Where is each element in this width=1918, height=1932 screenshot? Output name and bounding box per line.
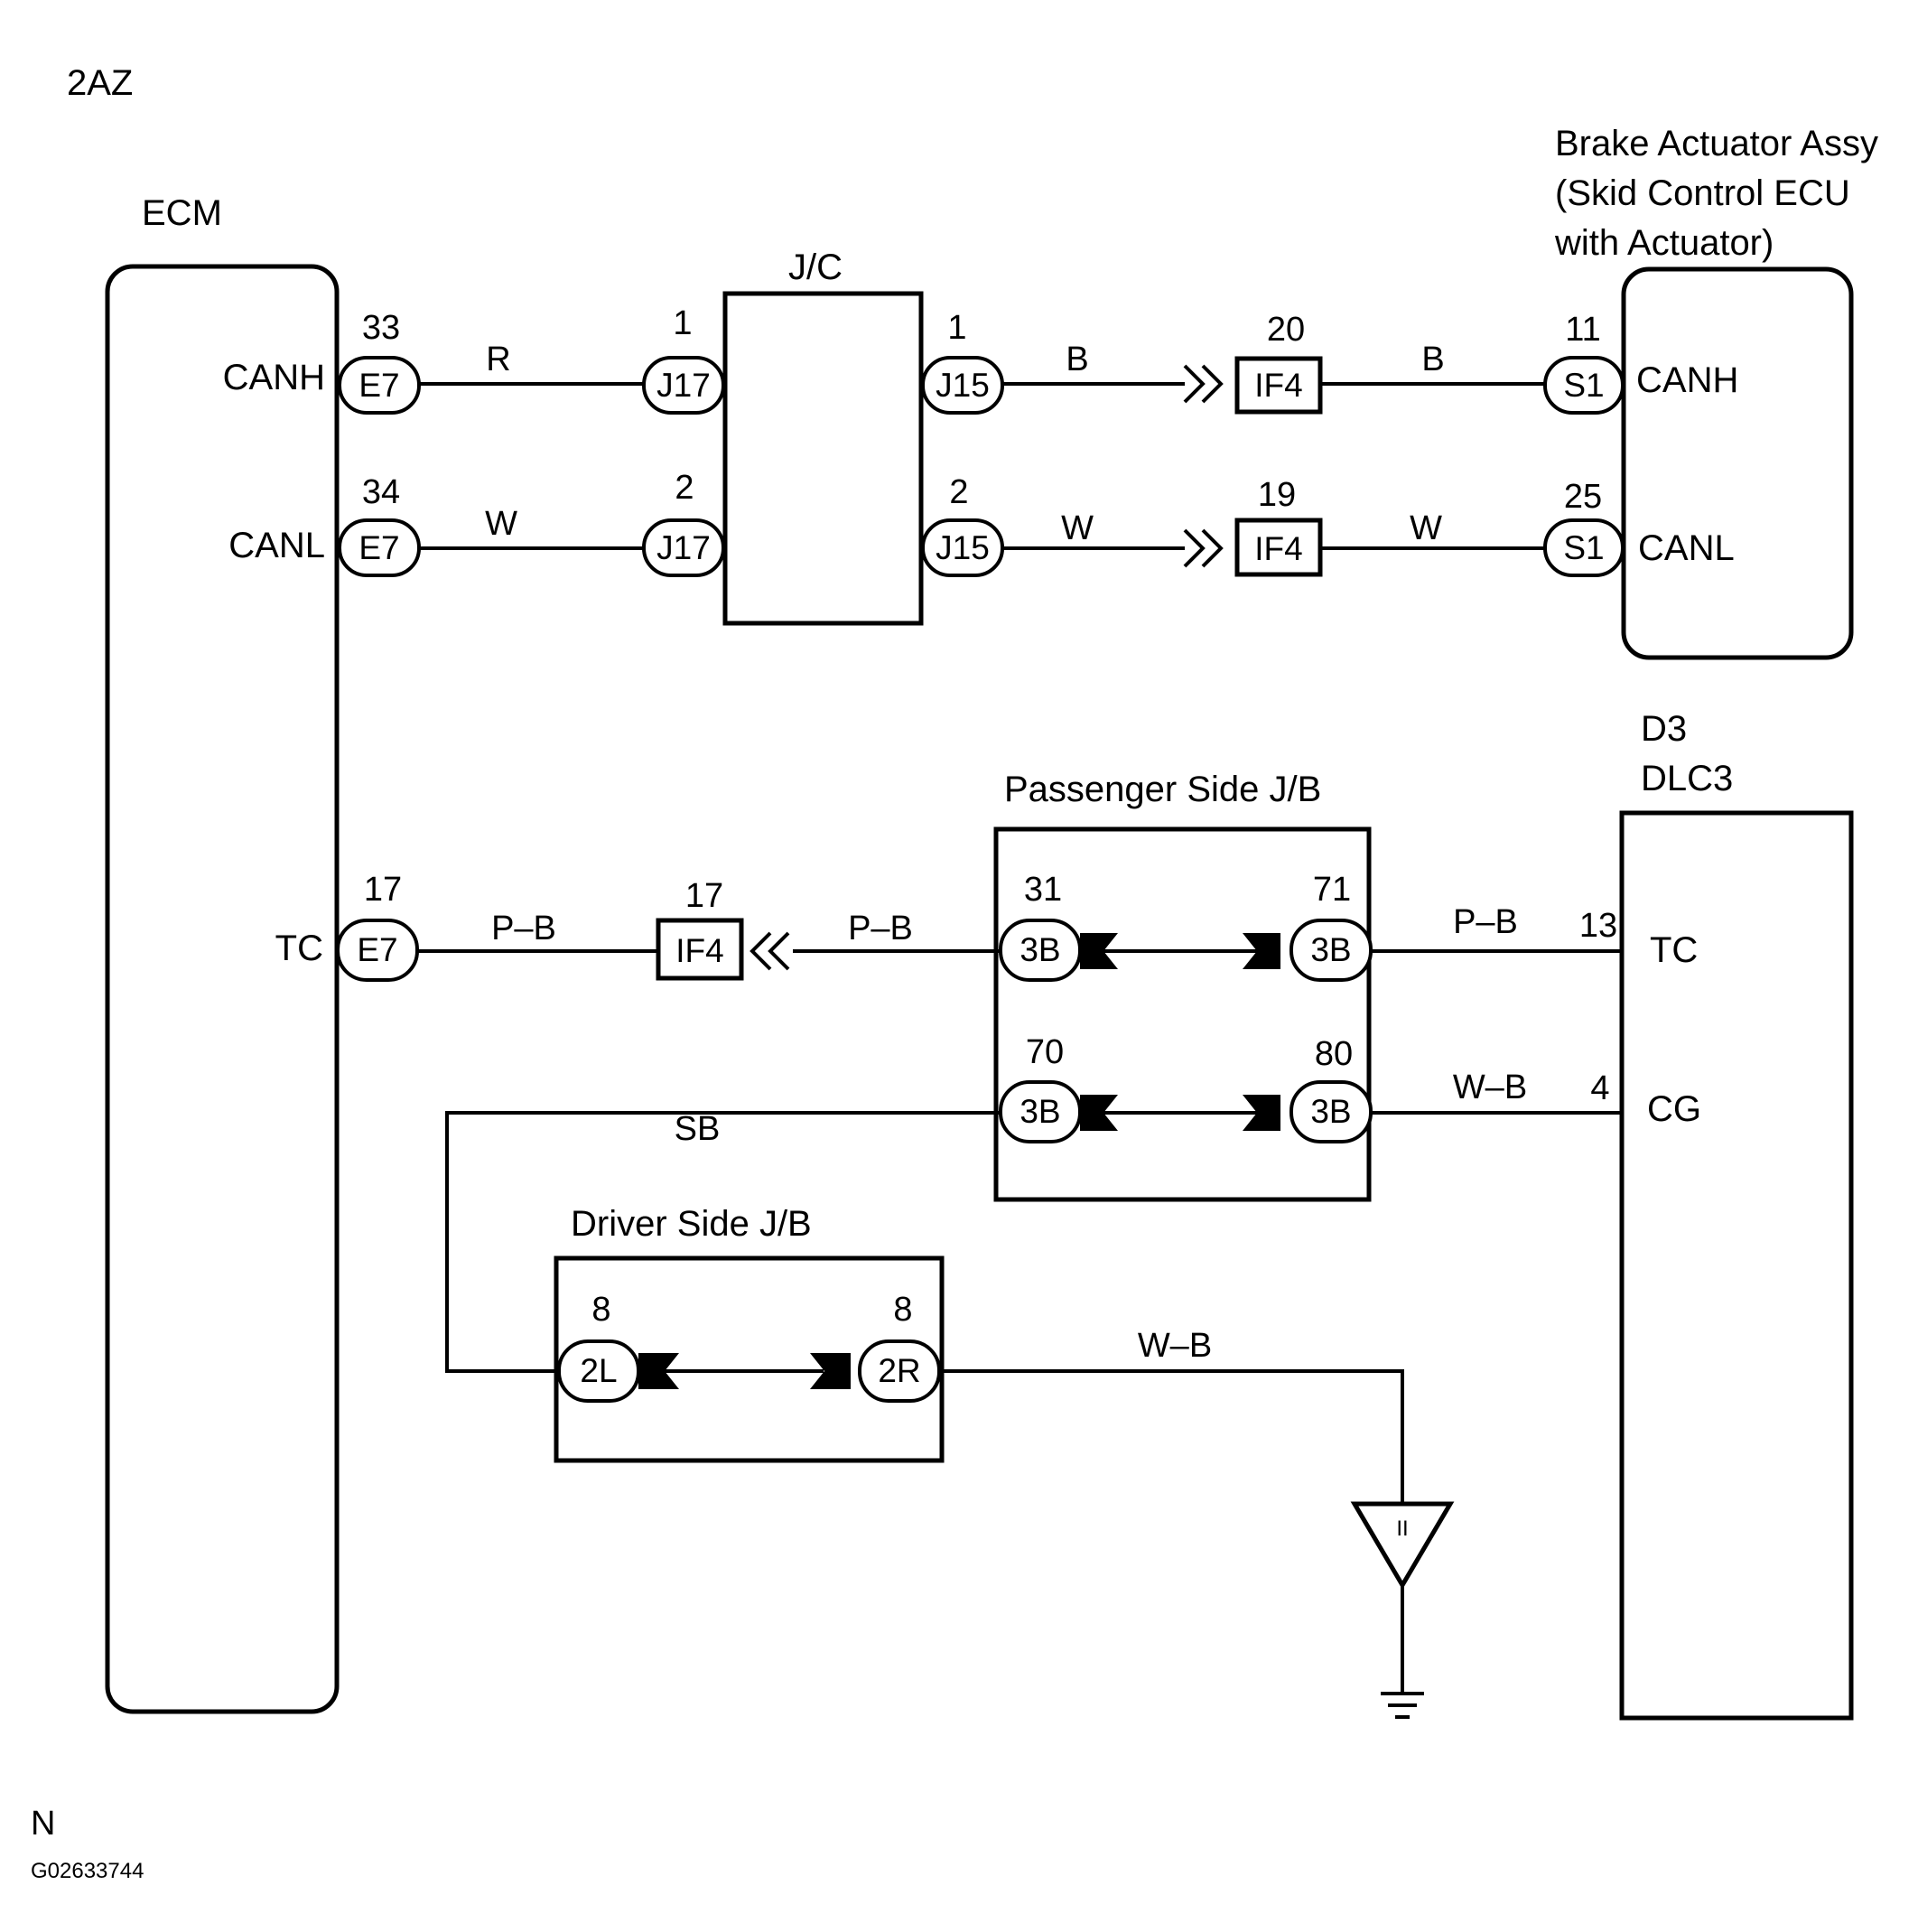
pin-number: 33 [362,309,400,347]
svg-text:IF4: IF4 [1254,530,1302,567]
ecm-box [105,264,340,1714]
connector-e7-tc: E7 [336,919,419,982]
pin-number: 11 [1565,311,1600,349]
connector-if4-17: IF4 [656,918,790,981]
svg-text:E7: E7 [358,367,399,404]
pin-number: 8 [893,1291,912,1329]
connector-j17-1: J17 [642,356,725,415]
ecm-pin-tc: TC [275,929,323,968]
ecm-label: ECM [142,193,222,233]
wire-color-canh-c: B [1421,341,1444,378]
brake-pin-canh: CANH [1636,360,1738,400]
dlc-pin-cg: CG [1647,1089,1701,1129]
pin-number: 1 [947,309,966,347]
svg-text:3B: 3B [1310,931,1351,968]
jc-label: J/C [788,247,843,287]
svg-text:IF4: IF4 [675,932,723,969]
brake-label-line2: (Skid Control ECU [1555,173,1850,213]
ground-point-label: II [1396,1517,1408,1541]
pin-number: 70 [1026,1033,1064,1071]
jc-box [722,291,924,626]
connector-3b-71: 3B [1243,919,1373,982]
svg-text:2R: 2R [878,1352,920,1389]
svg-text:J17: J17 [656,529,711,566]
ground-point: II [1350,1501,1455,1590]
wire-color-tc-c: P–B [1453,903,1518,941]
wire-color-tc-a: P–B [491,910,556,947]
svg-text:J15: J15 [936,367,990,404]
ecm-pin-canh: CANH [223,358,325,397]
wire-color-ground: W–B [1138,1327,1212,1365]
svg-text:3B: 3B [1020,1093,1060,1130]
wire-color-canl-c: W [1410,509,1442,547]
svg-text:3B: 3B [1310,1093,1351,1130]
connector-j15-1: J15 [921,356,1004,415]
wire-color-canh-a: R [486,341,510,378]
connector-s1-25: S1 [1543,518,1625,577]
brake-label-line1: Brake Actuator Assy [1555,124,1878,163]
pin-number: 17 [685,877,723,915]
pin-number: 25 [1564,478,1602,516]
connector-if4-19: IF4 [1183,518,1323,577]
wire-color-canh-b: B [1066,341,1088,378]
connector-if4-20: IF4 [1183,356,1323,415]
brake-label-line3: with Actuator) [1554,223,1774,263]
pin-number: 31 [1024,871,1062,909]
connector-j17-2: J17 [642,518,725,577]
connector-3b-31: 3B [999,919,1118,982]
connector-2l-8: 2L [557,1339,679,1403]
pin-number: 2 [675,469,694,507]
pin-number: 19 [1258,476,1296,514]
wire-color-canl-a: W [485,505,517,543]
wire-sb [445,1111,1001,1373]
svg-text:J17: J17 [656,367,711,404]
dlc-id-label: D3 [1641,709,1687,749]
pin-number: 13 [1579,907,1617,945]
passenger-jb-label: Passenger Side J/B [1004,770,1321,809]
pin-number: 1 [673,304,692,342]
brake-actuator-box [1621,266,1854,660]
pin-number: 17 [364,871,402,909]
ground-symbol [1381,1692,1424,1719]
svg-text:E7: E7 [357,931,397,968]
ecm-pin-canl: CANL [228,526,325,565]
svg-text:S1: S1 [1563,367,1604,404]
wire-ground-wb [939,1369,1404,1504]
pin-number: 20 [1267,311,1305,349]
pin-number: 34 [362,473,400,511]
svg-text:3B: 3B [1020,931,1060,968]
pin-number: 2 [949,473,968,511]
connector-e7-canl: E7 [338,518,421,577]
wire-color-tc-b: P–B [848,910,913,947]
figure-id: G02633744 [31,1859,144,1883]
svg-text:E7: E7 [358,529,399,566]
connector-s1-11: S1 [1543,356,1625,415]
wire-color-canl-b: W [1061,509,1094,547]
connector-3b-70: 3B [999,1080,1118,1143]
wires [418,382,1622,1694]
svg-text:IF4: IF4 [1254,367,1302,404]
dlc-name-label: DLC3 [1641,759,1733,798]
connector-2r-8: 2R [810,1339,941,1403]
wire-color-sb: SB [675,1110,721,1148]
svg-text:J15: J15 [936,529,990,566]
dlc-pin-tc: TC [1650,930,1698,970]
svg-text:2L: 2L [580,1352,617,1389]
pin-number: 8 [591,1291,610,1329]
engine-code: 2AZ [67,63,133,103]
dlc3-box [1619,810,1854,1721]
pin-number: 80 [1315,1035,1353,1073]
connector-3b-80: 3B [1243,1080,1373,1143]
brake-pin-canl: CANL [1638,528,1735,568]
pin-number: 71 [1313,871,1351,909]
driver-jb-label: Driver Side J/B [571,1204,812,1244]
connector-j15-2: J15 [921,518,1004,577]
wire-color-cg: W–B [1453,1069,1527,1106]
connector-e7-canh: E7 [338,356,421,415]
pin-number: 4 [1590,1069,1609,1107]
svg-text:S1: S1 [1563,529,1604,566]
footer-code: N [31,1805,55,1843]
